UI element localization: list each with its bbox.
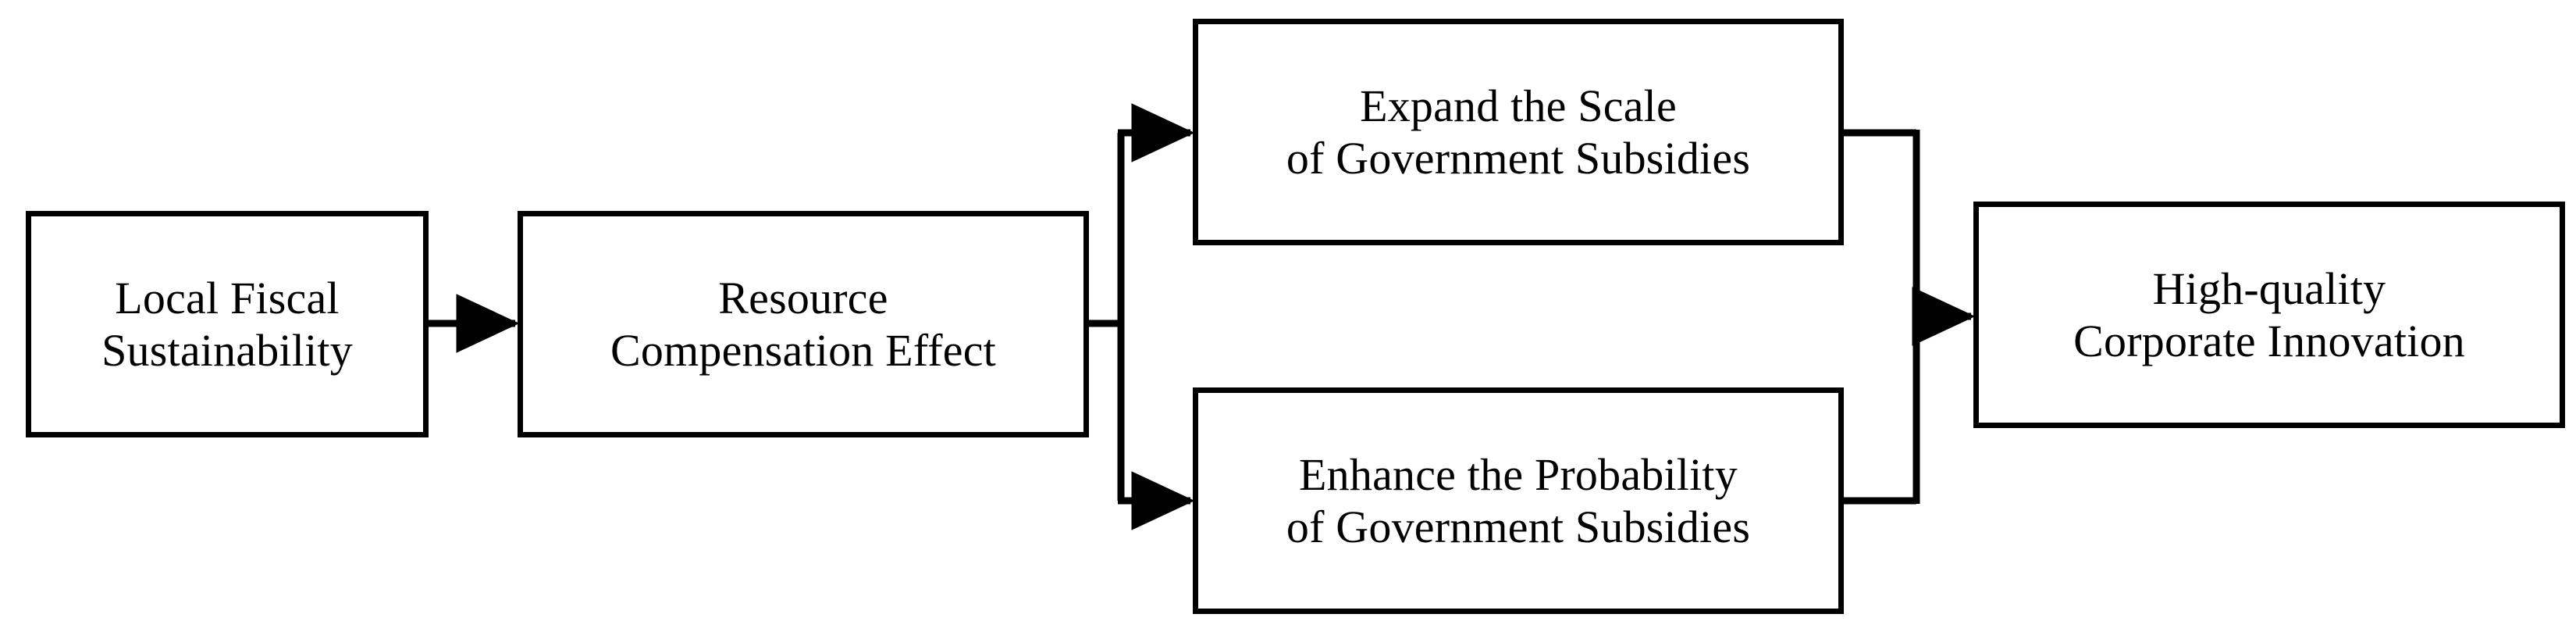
edge-resource-compensation-split-trunk	[1089, 133, 1125, 501]
node-label-expand-the-scale-of-government-subsidies: Expand the Scale of Government Subsidies	[1286, 80, 1751, 184]
edge-subsidies-merge-trunk	[1844, 129, 1920, 505]
node-label-enhance-the-probability-of-government-subsidies: Enhance the Probability of Government Su…	[1286, 448, 1751, 552]
node-label-resource-compensation-effect: Resource Compensation Effect	[610, 272, 996, 376]
node-enhance-the-probability-of-government-subsidies[interactable]: Enhance the Probability of Government Su…	[1193, 387, 1844, 614]
node-resource-compensation-effect[interactable]: Resource Compensation Effect	[518, 211, 1089, 437]
node-high-quality-corporate-innovation[interactable]: High-quality Corporate Innovation	[1973, 202, 2565, 428]
node-expand-the-scale-of-government-subsidies[interactable]: Expand the Scale of Government Subsidies	[1193, 19, 1844, 245]
node-local-fiscal-sustainability[interactable]: Local Fiscal Sustainability	[26, 211, 429, 437]
node-label-local-fiscal-sustainability: Local Fiscal Sustainability	[101, 272, 353, 376]
node-label-high-quality-corporate-innovation: High-quality Corporate Innovation	[2073, 262, 2465, 366]
